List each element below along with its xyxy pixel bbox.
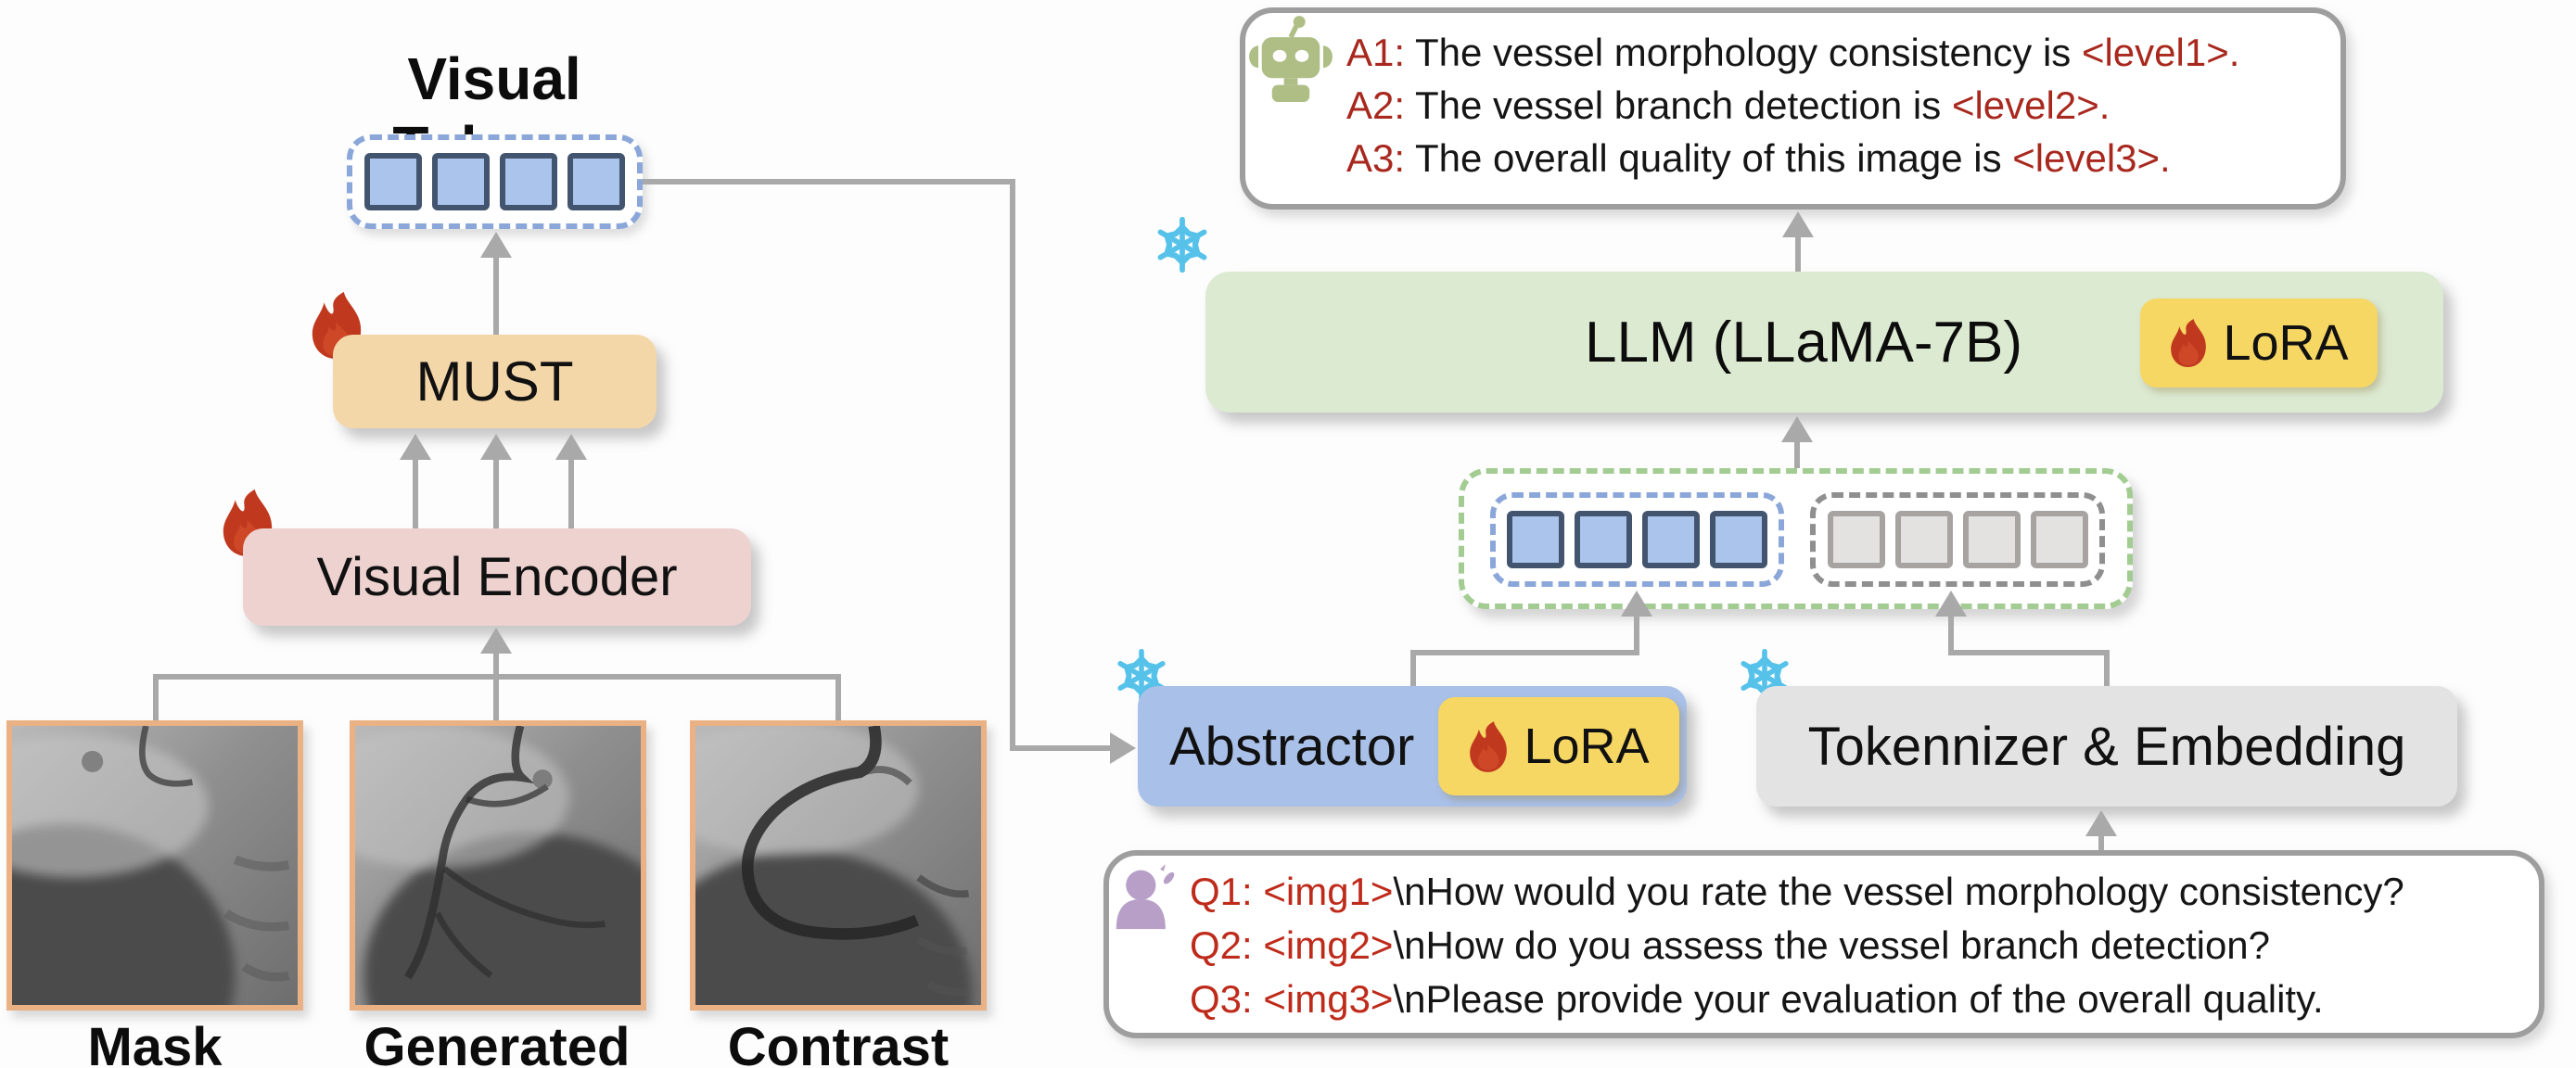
mask-label: Mask: [87, 1017, 223, 1068]
answer-tag: <level1>.: [2081, 31, 2240, 74]
arrow-tokens-to-llm: [1781, 416, 1813, 442]
token-square: [567, 153, 625, 210]
question-body: \nHow do you assess the vessel branch de…: [1393, 923, 2271, 967]
tokens-to-abstractor-line: [1010, 179, 1015, 751]
arrow-llm-to-answers: [1782, 211, 1814, 237]
token-square: [500, 153, 557, 210]
contrast-label: Contrast: [727, 1017, 950, 1068]
answer-line: A3: The overall quality of this image is…: [1346, 132, 2339, 184]
generated-label: Generated: [363, 1017, 631, 1068]
answer-prefix: A3:: [1346, 136, 1406, 180]
visual-token-sequence: [1490, 492, 1784, 587]
arrow-encoder-to-must: [555, 434, 587, 460]
question-body: \nPlease provide your evaluation of the …: [1393, 977, 2324, 1021]
tokenizer-box: Tokennizer & Embedding: [1756, 686, 2457, 807]
answer-body: The vessel morphology consistency is: [1405, 31, 2082, 74]
questions-box: [1103, 850, 2544, 1038]
answer-prefix: A2:: [1346, 83, 1406, 127]
arrow-questions-to-tokenizer: [2085, 810, 2117, 836]
token-square: [1962, 511, 2021, 568]
question-line: Q1: <img1>\nHow would you rate the vesse…: [1190, 865, 2534, 919]
question-prefix: Q1: <img1>: [1190, 870, 1394, 913]
arrow-encoder-to-must: [400, 434, 431, 460]
answer-tag: <level2>.: [1951, 83, 2111, 127]
arrow-questions-to-tokenizer-shaft: [2098, 833, 2104, 852]
question-lines: Q1: <img1>\nHow would you rate the vesse…: [1190, 865, 2534, 1026]
mask-image: [6, 720, 303, 1011]
lora-label: LoRA: [2223, 315, 2349, 371]
arrow-into-abstractor: [1110, 732, 1136, 764]
lora-badge: LoRA: [2140, 299, 2378, 388]
llm-label: LLM (LLaMA-7B): [1584, 310, 2023, 375]
image-connector-stub: [153, 674, 159, 722]
token-square: [2030, 511, 2088, 568]
must-box: MUST: [333, 335, 657, 428]
must-label: MUST: [415, 350, 574, 413]
generated-image: [350, 720, 646, 1011]
arrow-images-to-encoder-shaft: [493, 652, 499, 722]
arrow-must-to-tokens: [480, 232, 512, 258]
token-square: [1575, 511, 1632, 568]
question-prefix: Q2: <img2>: [1190, 923, 1394, 967]
answer-body: The overall quality of this image is: [1405, 136, 2013, 180]
tokenizer-connector: [1948, 615, 1954, 655]
lora-label: LoRA: [1524, 718, 1650, 774]
arrow-tokenizer-to-tokens: [1935, 591, 1967, 617]
contrast-image: [690, 720, 987, 1011]
tokens-to-abstractor-line: [1010, 745, 1112, 751]
snowflake-icon: [1153, 215, 1212, 274]
abstractor-connector: [1410, 650, 1639, 655]
arrow-encoder-to-must: [480, 434, 512, 460]
arrow-encoder-to-must-shaft: [413, 458, 418, 530]
visual-tokens-box: [347, 134, 643, 229]
abstractor-connector: [1410, 650, 1416, 687]
question-prefix: Q3: <img3>: [1190, 977, 1394, 1021]
abstractor-connector: [1634, 615, 1639, 655]
abstractor-label: Abstractor: [1169, 716, 1415, 777]
image-connector-line: [153, 674, 840, 680]
visual-encoder-label: Visual Encoder: [316, 547, 678, 607]
answer-lines: A1: The vessel morphology consistency is…: [1346, 26, 2339, 184]
token-square: [1827, 511, 1885, 568]
tokenizer-label: Tokennizer & Embedding: [1807, 716, 2406, 777]
token-square: [1507, 511, 1564, 568]
question-line: Q2: <img2>\nHow do you assess the vessel…: [1190, 919, 2534, 973]
tokenizer-connector: [1948, 650, 2110, 655]
fire-icon: [2171, 319, 2207, 367]
question-body: \nHow would you rate the vessel morpholo…: [1393, 870, 2404, 913]
arrow-encoder-to-must-shaft: [568, 458, 574, 530]
answer-tag: <level3>.: [2012, 136, 2171, 180]
token-square: [1642, 511, 1700, 568]
token-square: [364, 153, 422, 210]
arrow-tokens-to-llm-shaft: [1794, 440, 1800, 470]
arrow-must-to-tokens-shaft: [493, 256, 499, 337]
tokenizer-connector: [2104, 650, 2110, 687]
answer-line: A2: The vessel branch detection is <leve…: [1346, 79, 2339, 132]
answers-box: [1240, 7, 2346, 210]
lora-badge: LoRA: [1438, 697, 1679, 795]
image-connector-stub: [835, 674, 841, 722]
answer-prefix: A1:: [1346, 31, 1406, 74]
arrow-llm-to-answers-shaft: [1795, 235, 1801, 273]
fire-icon: [1470, 720, 1508, 772]
answer-line: A1: The vessel morphology consistency is…: [1346, 26, 2339, 79]
robot-icon: [1249, 16, 1333, 102]
arrow-images-to-encoder: [480, 628, 512, 654]
question-line: Q3: <img3>\nPlease provide your evaluati…: [1190, 973, 2534, 1026]
token-square: [1894, 511, 1953, 568]
person-icon: [1116, 864, 1175, 930]
answer-body: The vessel branch detection is: [1405, 83, 1952, 127]
arrow-abstractor-to-tokens: [1621, 591, 1652, 617]
text-token-sequence: [1810, 492, 2105, 587]
tokens-to-abstractor-line: [643, 179, 1015, 184]
visual-encoder-box: Visual Encoder: [243, 528, 751, 626]
token-square: [1710, 511, 1767, 568]
token-square: [432, 153, 490, 210]
arrow-encoder-to-must-shaft: [493, 458, 499, 530]
